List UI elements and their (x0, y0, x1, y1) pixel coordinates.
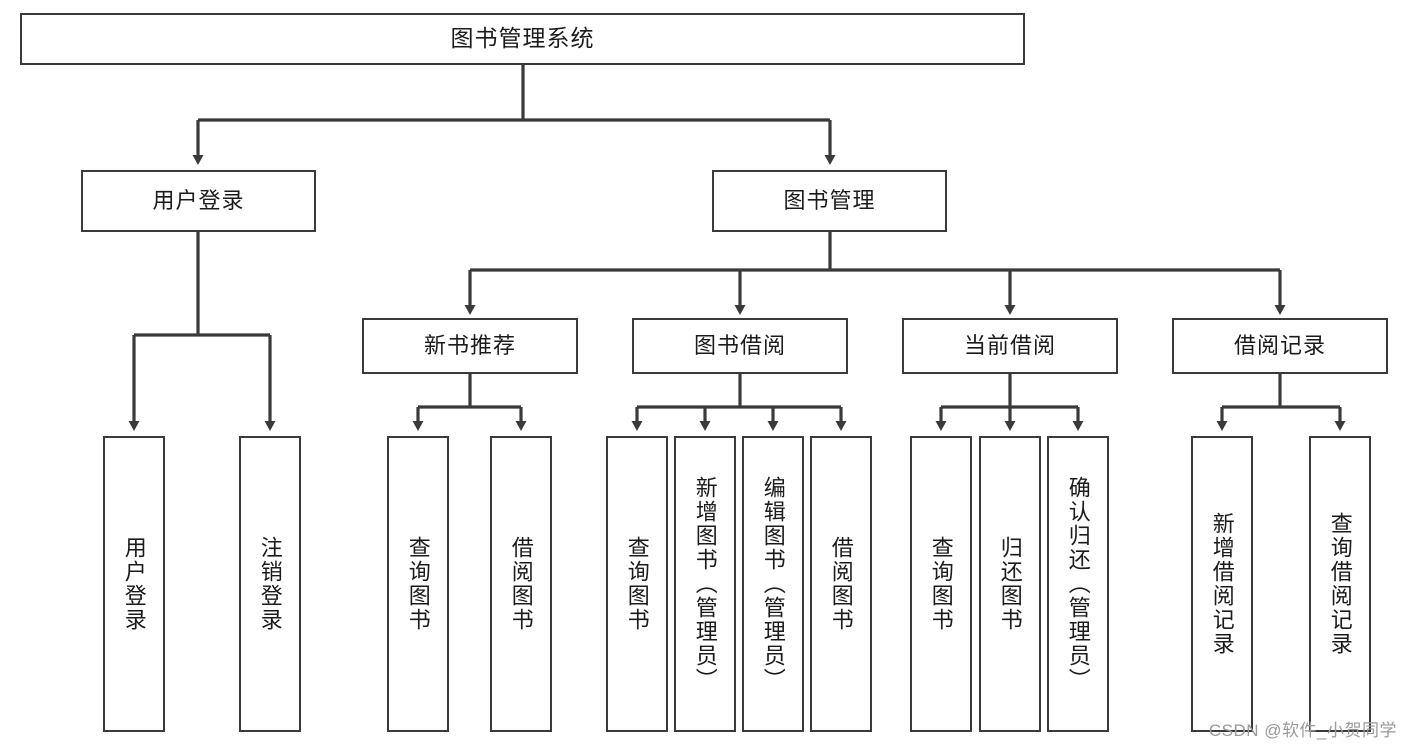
leaf-user-logout[interactable]: 注销登录 (239, 436, 301, 732)
leaf-record-query-record[interactable]: 查询借阅记录 (1309, 436, 1371, 732)
leaf-borrow-add-book-admin[interactable]: 新增图书（管理员） (674, 436, 736, 732)
node-label: 归还图书 (997, 536, 1023, 632)
node-label: 借阅图书 (828, 536, 854, 632)
node-label: 用户登录 (152, 187, 245, 213)
leaf-borrow-query-book[interactable]: 查询图书 (606, 436, 668, 732)
leaf-current-confirm-return-admin[interactable]: 确认归还（管理员） (1047, 436, 1109, 732)
node-label: 查询图书 (624, 536, 650, 632)
leaf-borrow-edit-book-admin[interactable]: 编辑图书（管理员） (742, 436, 804, 732)
leaf-borrow-borrow-book[interactable]: 借阅图书 (810, 436, 872, 732)
leaf-user-login[interactable]: 用户登录 (103, 436, 165, 732)
node-label: 借阅图书 (508, 536, 534, 632)
node-label: 图书管理系统 (450, 25, 595, 52)
node-book-borrow[interactable]: 图书借阅 (632, 318, 848, 374)
node-label: 用户登录 (121, 536, 147, 632)
node-label: 新增图书（管理员） (692, 476, 718, 692)
node-label: 图书借阅 (693, 332, 786, 358)
node-root-system[interactable]: 图书管理系统 (20, 13, 1025, 65)
node-label: 图书管理 (783, 187, 876, 213)
leaf-recommend-borrow-book[interactable]: 借阅图书 (490, 436, 552, 732)
node-new-book-recommend[interactable]: 新书推荐 (362, 318, 578, 374)
node-label: 编辑图书（管理员） (760, 476, 786, 692)
node-current-borrow[interactable]: 当前借阅 (902, 318, 1118, 374)
node-borrow-record[interactable]: 借阅记录 (1172, 318, 1388, 374)
node-user-login[interactable]: 用户登录 (81, 170, 316, 232)
node-label: 注销登录 (257, 536, 283, 632)
node-label: 查询图书 (928, 536, 954, 632)
node-label: 当前借阅 (963, 332, 1056, 358)
csdn-watermark: CSDN @软件_小贺同学 (1208, 721, 1397, 740)
leaf-record-add-record[interactable]: 新增借阅记录 (1191, 436, 1253, 732)
leaf-current-query-book[interactable]: 查询图书 (910, 436, 972, 732)
node-label: 借阅记录 (1233, 332, 1326, 358)
node-label: 查询借阅记录 (1327, 512, 1353, 656)
node-label: 查询图书 (405, 536, 431, 632)
node-label: 新书推荐 (423, 332, 516, 358)
leaf-current-return-book[interactable]: 归还图书 (979, 436, 1041, 732)
node-book-management[interactable]: 图书管理 (712, 170, 947, 232)
node-label: 新增借阅记录 (1209, 512, 1235, 656)
node-label: 确认归还（管理员） (1065, 476, 1091, 692)
leaf-recommend-query-book[interactable]: 查询图书 (387, 436, 449, 732)
